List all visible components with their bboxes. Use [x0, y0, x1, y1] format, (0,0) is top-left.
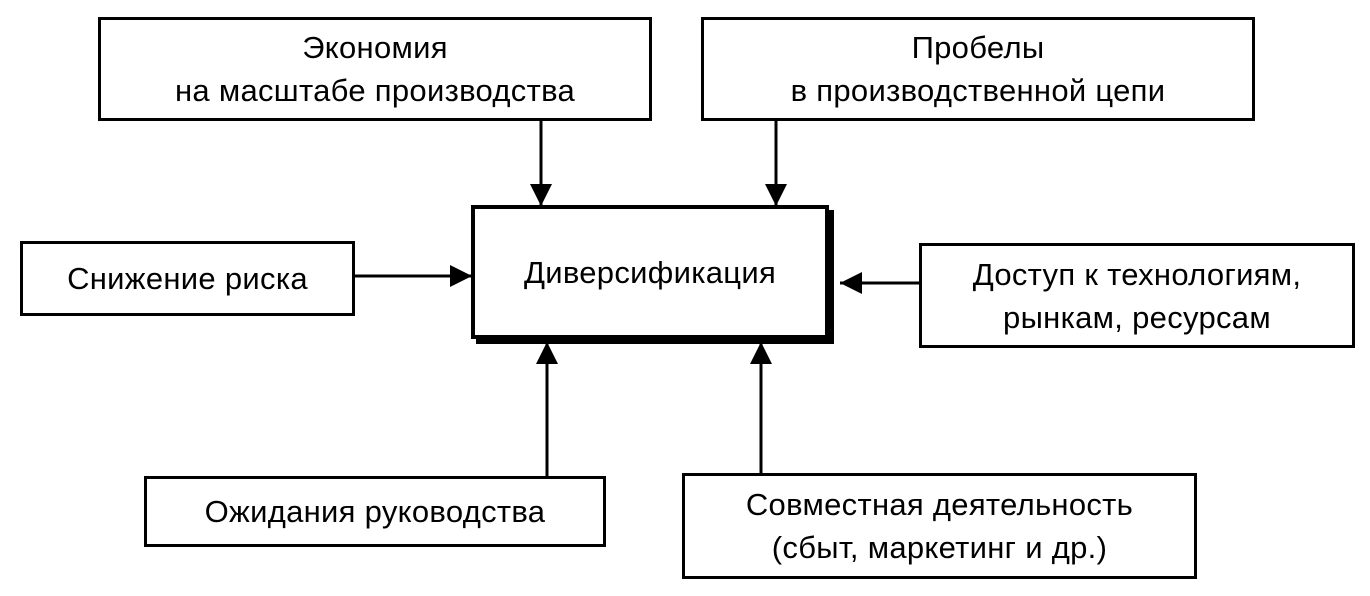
factor-risk-line1: Снижение риска	[67, 261, 308, 296]
factor-joint-line2: (сбыт, маркетинг и др.)	[771, 530, 1108, 565]
factor-economy-line1: Экономия	[302, 30, 448, 65]
factor-expectations-line1: Ожидания руководства	[204, 494, 546, 529]
factor-gaps-line2: в производственной цепи	[790, 73, 1166, 108]
factor-box-joint: Совместная деятельность (сбыт, маркетинг…	[682, 473, 1197, 579]
factor-economy-line2: на масштабе производства	[174, 73, 576, 108]
factor-box-risk: Снижение риска	[20, 241, 355, 316]
factor-box-expectations: Ожидания руководства	[144, 476, 606, 547]
factor-box-access: Доступ к технологиям, рынкам, ресурсам	[919, 243, 1355, 348]
center-box-diversification: Диверсификация	[471, 205, 829, 339]
factor-joint-line1: Совместная деятельность	[745, 487, 1134, 522]
factor-access-line1: Доступ к технологиям,	[972, 256, 1302, 292]
factor-box-gaps: Пробелы в производственной цепи	[701, 17, 1255, 121]
factor-box-economy: Экономия на масштабе производства	[98, 17, 652, 121]
center-label: Диверсификация	[523, 254, 777, 290]
factor-gaps-line1: Пробелы	[911, 30, 1045, 65]
factor-access-line2: рынкам, ресурсам	[1003, 299, 1271, 335]
